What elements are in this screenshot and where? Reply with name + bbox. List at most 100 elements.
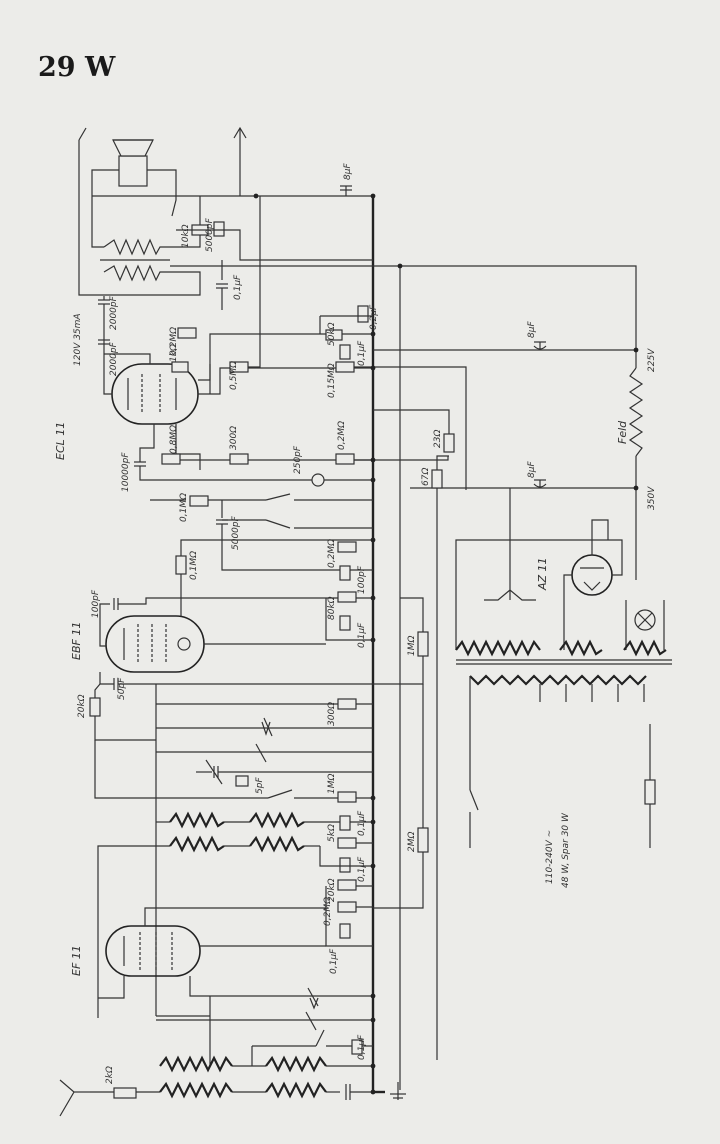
tube-ebf11 [105, 615, 205, 673]
resistor-5k [337, 837, 357, 849]
resistor-1m [417, 631, 429, 657]
label-c-01uf-e: 0,1μF [357, 856, 367, 882]
speaker-icon [112, 139, 154, 187]
band-switch-b [315, 1029, 325, 1047]
if-coil-c [169, 835, 225, 853]
label-r-05m: 0,5MΩ [229, 361, 239, 390]
label-r-015m: 0,15MΩ [327, 363, 337, 398]
label-c-01uf-top: 0,1μF [233, 274, 243, 300]
cap-0-1uf-g [351, 1039, 363, 1055]
resistor-0-2m-d [337, 901, 357, 913]
tube-ef11 [105, 925, 201, 977]
label-r-1m: 1MΩ [407, 636, 417, 656]
label-c-10000pf: 10000pF [121, 452, 131, 492]
tone-switch-a [265, 493, 291, 501]
label-c-8uf-mid: 8μF [527, 321, 537, 338]
label-r-02mohm-a: 0,2MΩ [169, 327, 179, 356]
label-r-23: 23Ω [433, 430, 443, 448]
label-v350: 350V [647, 486, 657, 510]
resistor-0-1m-a [189, 495, 209, 507]
ground-symbol [390, 1082, 406, 1100]
resistor-50k [325, 329, 343, 341]
label-r-5k: 5kΩ [327, 824, 337, 842]
label-c-8uf-top: 8μF [343, 163, 353, 180]
label-tube-current: 120V 35mA [73, 313, 83, 366]
mains-fuse [644, 779, 656, 805]
label-c-5000pf-top: 5000pF [205, 217, 215, 252]
tube-label-az11: AZ 11 [536, 557, 549, 591]
resistor-0-2m-c [337, 541, 357, 553]
tone-switch-b [265, 519, 291, 529]
label-r-300: 300Ω [229, 426, 239, 450]
resistor-300-b [337, 698, 357, 710]
cap-0-1uf-d [339, 815, 351, 831]
voltage-taps [539, 684, 645, 702]
label-r-2k: 2kΩ [105, 1066, 115, 1084]
resistor-0-8m [161, 453, 181, 465]
label-c-2000pf-b: 2000pF [109, 341, 119, 376]
label-r-10k: 10kΩ [181, 224, 191, 248]
label-c-01uf-d: 0,1μF [357, 810, 367, 836]
label-r-01m-b: 0,1MΩ [189, 551, 199, 580]
label-v225: 225V [647, 348, 657, 372]
tube-label-ef11: EF 11 [70, 945, 83, 976]
resistor-2k [113, 1087, 137, 1099]
mains-switch [469, 789, 479, 811]
cap-0-2uf [357, 305, 369, 323]
resistor-300 [229, 453, 249, 465]
pilot-lamp-icon [634, 609, 656, 631]
label-feld: Feld [616, 420, 629, 444]
cap-100pf-a [339, 565, 351, 581]
label-c-02uf: 0,2μF [369, 304, 379, 330]
resistor-20k [89, 697, 101, 717]
label-r-50k: 50kΩ [327, 322, 337, 346]
resistor-2m [417, 827, 429, 853]
label-c-100pf-b: 100pF [91, 589, 101, 618]
antenna-coil-b [265, 1055, 327, 1073]
resistor-1m-b [337, 791, 357, 803]
mains-secondary-hv [455, 639, 541, 657]
resistor-1k [171, 361, 189, 373]
tube-label-ebf11: EBF 11 [70, 622, 83, 660]
label-r-80k: 80kΩ [327, 596, 337, 620]
cap-0-1uf-b [339, 344, 351, 360]
label-c-5pf: 5pF [255, 777, 265, 794]
band-switch-a [267, 789, 293, 799]
label-c-100pf-a: 100pF [357, 565, 367, 594]
label-r-20k-b: 20kΩ [327, 878, 337, 902]
cap-0-1uf-e [339, 857, 351, 873]
label-c-01uf-c: 0,1μF [357, 622, 367, 648]
resistor-67 [431, 469, 443, 489]
coil-primary-out [103, 238, 168, 256]
schematic-title: 29 W [38, 52, 116, 83]
label-c-01uf-b: 0,1μF [357, 340, 367, 366]
resistor-0-2m-b [335, 453, 355, 465]
resistor-80k [337, 591, 357, 603]
label-c-01uf-g: 0,1μF [357, 1034, 367, 1060]
resistor-0-15m [335, 361, 355, 373]
label-r-1k: 1kΩ [169, 344, 179, 362]
field-coil [628, 367, 644, 457]
label-r-300-b: 300Ω [327, 702, 337, 726]
label-r-20k: 20kΩ [77, 694, 87, 718]
label-r-02m-d: 0,2MΩ [323, 897, 333, 926]
cap-5000pf-top [213, 221, 225, 237]
tube-ecl11 [111, 363, 199, 425]
if-coil-d [249, 835, 305, 853]
label-r-67: 67Ω [421, 468, 431, 486]
if-coil-b [249, 811, 305, 829]
if-coil-a [169, 811, 225, 829]
label-r-02m-c: 0,2MΩ [327, 539, 337, 568]
cap-5pf [235, 775, 249, 787]
label-r-01m-a: 0,1MΩ [179, 493, 189, 522]
resistor-23 [443, 433, 455, 453]
label-c-8uf-low: 8μF [527, 461, 537, 478]
resistor-20k-b [337, 879, 357, 891]
tube-label-ecl11: ECL 11 [54, 422, 67, 460]
label-power: 48 W, Spar 30 W [561, 812, 571, 888]
antenna-icon [59, 1079, 90, 1117]
coil-secondary-out [103, 264, 168, 282]
label-c-2000pf-a: 2000pF [109, 295, 119, 330]
